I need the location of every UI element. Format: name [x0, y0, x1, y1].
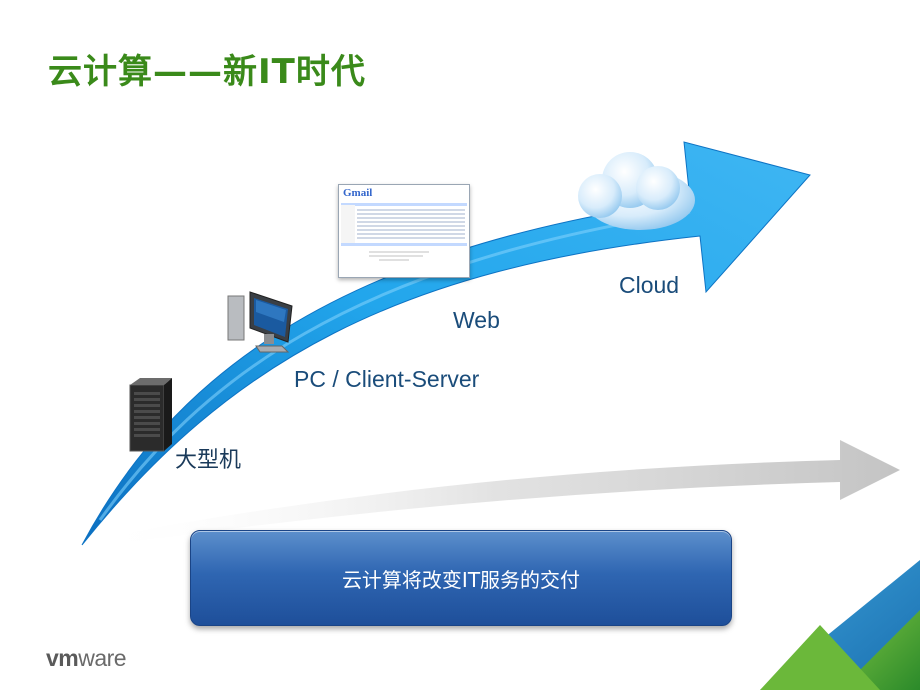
vmware-logo-rest: ware — [78, 645, 127, 671]
corner-decoration — [760, 560, 920, 690]
cloud-icon — [578, 152, 695, 230]
stage-label-mainframe: 大型机 — [175, 448, 242, 473]
webmail-logo: Gmail — [343, 187, 373, 199]
desktop-pc-icon — [227, 291, 293, 353]
server-rack-icon — [129, 378, 172, 452]
vmware-logo-bold: vm — [46, 645, 79, 671]
banner-text: 云计算将改变IT服务的交付 — [341, 567, 581, 592]
main-arrow — [81, 141, 811, 546]
stage-label-cloud: Cloud — [619, 272, 680, 298]
vmware-logo: vmware — [46, 645, 127, 672]
stage-label-pc: PC / Client-Server — [294, 366, 480, 392]
summary-banner: 云计算将改变IT服务的交付 — [190, 530, 732, 626]
stage-label-web: Web — [453, 307, 500, 333]
webmail-body — [341, 203, 467, 261]
webmail-screenshot: Gmail — [338, 184, 470, 278]
shadow-arrow — [90, 440, 900, 548]
slide-title: 云计算——新IT时代 — [48, 52, 366, 92]
